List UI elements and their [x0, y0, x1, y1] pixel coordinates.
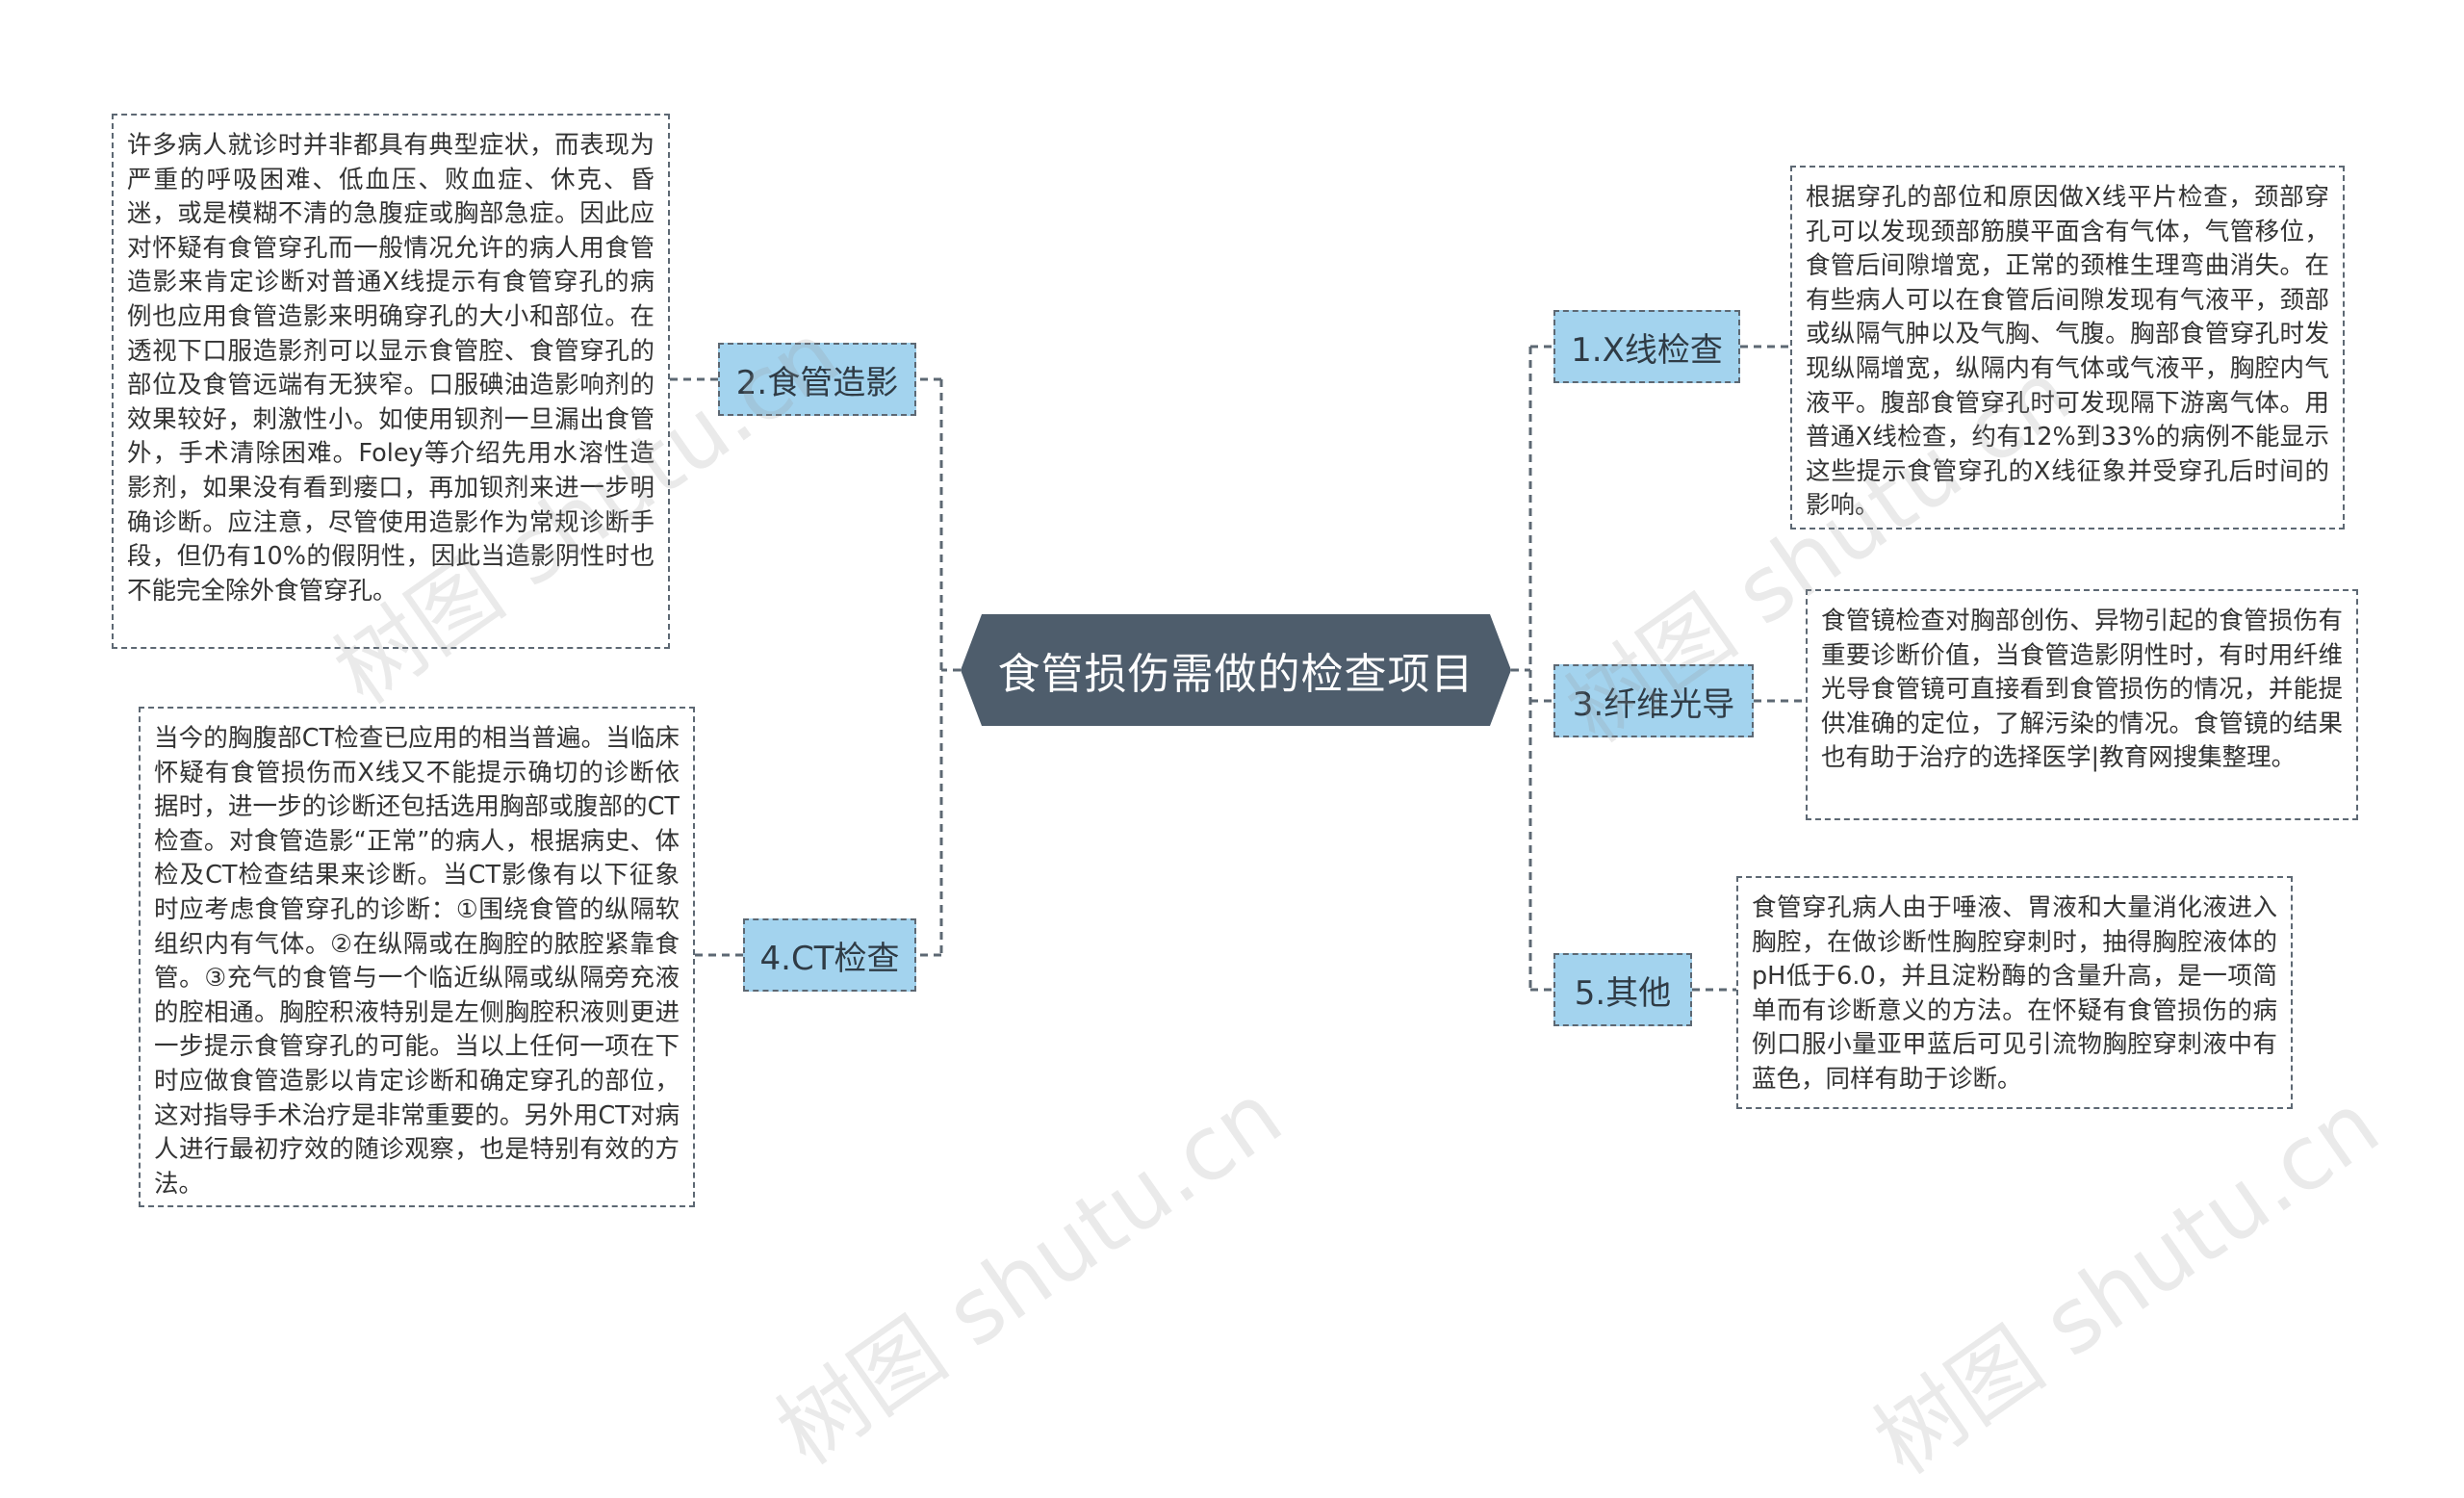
note-text: 根据穿孔的部位和原因做X线平片检查，颈部穿孔可以发现颈部筋膜平面含有气体，气管移… [1806, 183, 2329, 521]
note-text: 食管镜检查对胸部创伤、异物引起的食管损伤有重要诊断价值，当食管造影阴性时，有时用… [1821, 607, 2343, 773]
mind-map-canvas: 食管损伤需做的检查项目 1.X线检查 根据穿孔的部位和原因做X线平片检查，颈部穿… [112, 114, 2397, 1494]
branch-node-fiberoptic[interactable]: 3.纤维光导 [1553, 664, 1754, 737]
branch-label: 2.食管造影 [735, 363, 899, 402]
note-text: 食管穿孔病人由于唾液、胃液和大量消化液进入胸腔，在做诊断性胸腔穿刺时，抽得胸腔液… [1752, 893, 2277, 1094]
branch-node-other[interactable]: 5.其他 [1553, 953, 1692, 1026]
note-text: 许多病人就诊时并非都具有典型症状，而表现为严重的呼吸困难、低血压、败血症、休克、… [127, 131, 654, 606]
note-fiberoptic: 食管镜检查对胸部创伤、异物引起的食管损伤有重要诊断价值，当食管造影阴性时，有时用… [1806, 589, 2358, 820]
branch-node-esophagography[interactable]: 2.食管造影 [718, 343, 916, 416]
branch-label: 1.X线检查 [1571, 330, 1723, 370]
branch-label: 5.其他 [1574, 973, 1672, 1013]
note-xray: 根据穿孔的部位和原因做X线平片检查，颈部穿孔可以发现颈部筋膜平面含有气体，气管移… [1790, 166, 2345, 529]
branch-label: 4.CT检查 [759, 939, 900, 978]
branch-node-ct[interactable]: 4.CT检查 [743, 918, 916, 992]
root-node[interactable]: 食管损伤需做的检查项目 [961, 614, 1511, 726]
root-title: 食管损伤需做的检查项目 [997, 650, 1475, 699]
connector-lines [670, 345, 1806, 992]
branch-label: 3.纤维光导 [1572, 684, 1735, 724]
note-ct: 当今的胸腹部CT检查已应用的相当普遍。当临床怀疑有食管损伤而X线又不能提示确切的… [139, 707, 695, 1207]
branch-node-xray[interactable]: 1.X线检查 [1553, 310, 1740, 383]
note-text: 当今的胸腹部CT检查已应用的相当普遍。当临床怀疑有食管损伤而X线又不能提示确切的… [154, 724, 680, 1199]
note-esophagography: 许多病人就诊时并非都具有典型症状，而表现为严重的呼吸困难、低血压、败血症、休克、… [112, 114, 670, 649]
note-other: 食管穿孔病人由于唾液、胃液和大量消化液进入胸腔，在做诊断性胸腔穿刺时，抽得胸腔液… [1736, 876, 2293, 1109]
